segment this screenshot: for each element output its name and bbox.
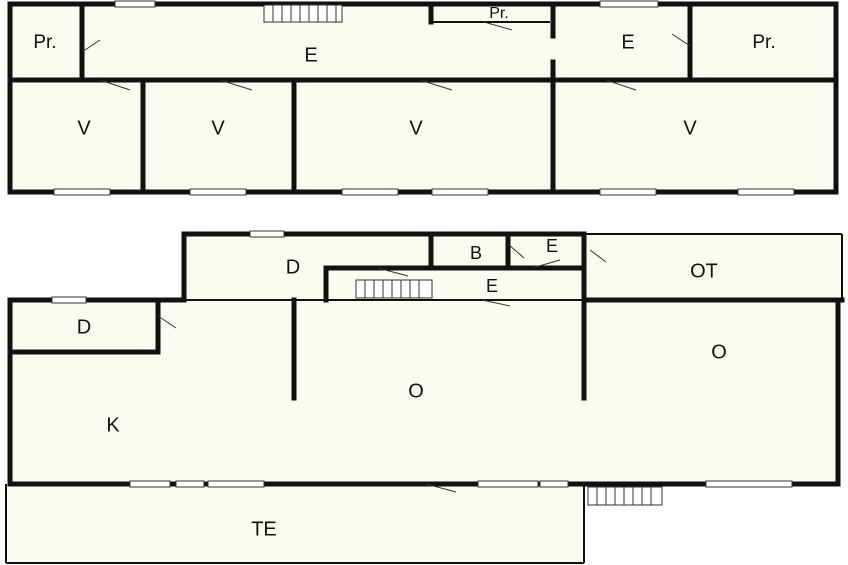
- room-label-pr-left: Pr.: [33, 32, 56, 53]
- room-label-ot: OT: [690, 260, 718, 282]
- door-swing: [483, 21, 513, 31]
- window: [599, 0, 659, 8]
- window: [53, 188, 111, 196]
- window: [207, 480, 265, 488]
- window: [705, 480, 793, 488]
- upper-floor: Pr. E Pr. E Pr. V V V V: [7, 0, 839, 196]
- room-label-living-center: O: [408, 380, 424, 402]
- room-label-pr-right: Pr.: [752, 32, 775, 53]
- room-label-hall-small: E: [546, 236, 558, 256]
- room-label-living-right: O: [711, 341, 727, 363]
- room-label-hall-right: E: [621, 31, 634, 53]
- window: [431, 188, 489, 196]
- upper-outer-wall: [7, 1, 839, 195]
- room-label-bedroom-4: V: [683, 117, 697, 139]
- window: [51, 296, 87, 304]
- room-label-hall-stair: E: [486, 276, 498, 296]
- window: [249, 230, 285, 238]
- window: [477, 480, 539, 488]
- main-fill: [10, 300, 836, 484]
- window: [189, 188, 247, 196]
- room-label-bedroom-2: V: [211, 117, 225, 139]
- door-swing: [589, 249, 607, 263]
- lower-stairs: [355, 279, 433, 299]
- door-swing: [157, 315, 177, 329]
- room-label-terrace: TE: [251, 518, 277, 540]
- ot-fill: [584, 234, 842, 300]
- room-label-storage-top: D: [286, 256, 300, 278]
- door-swing: [99, 79, 131, 91]
- door-swing: [419, 79, 453, 91]
- window: [599, 188, 657, 196]
- door-swing: [425, 483, 457, 493]
- door-swing: [481, 299, 511, 307]
- window: [341, 188, 399, 196]
- upper-floor-fill: [10, 4, 836, 192]
- room-label-pr-center: Pr.: [489, 5, 509, 22]
- lower-floor: D B E E OT D K O O TE: [5, 230, 845, 564]
- window: [539, 480, 569, 488]
- door-swing: [671, 33, 691, 47]
- room-label-kitchen: K: [106, 414, 120, 436]
- upper-stairs: [263, 4, 343, 23]
- room-label-hall-main: E: [304, 44, 317, 66]
- door-swing: [531, 259, 561, 269]
- window: [114, 0, 156, 8]
- window: [175, 480, 205, 488]
- room-label-storage-left: D: [77, 316, 91, 338]
- room-label-bedroom-3: V: [409, 117, 423, 139]
- room-label-bedroom-1: V: [77, 117, 91, 139]
- window: [129, 480, 171, 488]
- terrace-fill: [6, 484, 584, 563]
- door-swing: [219, 79, 253, 91]
- door-swing: [605, 79, 637, 91]
- door-swing: [81, 39, 101, 53]
- window: [737, 188, 795, 196]
- room-label-bath: B: [470, 243, 482, 263]
- door-swing: [377, 267, 409, 277]
- door-swing: [507, 243, 525, 259]
- exterior-stairs: [587, 486, 663, 506]
